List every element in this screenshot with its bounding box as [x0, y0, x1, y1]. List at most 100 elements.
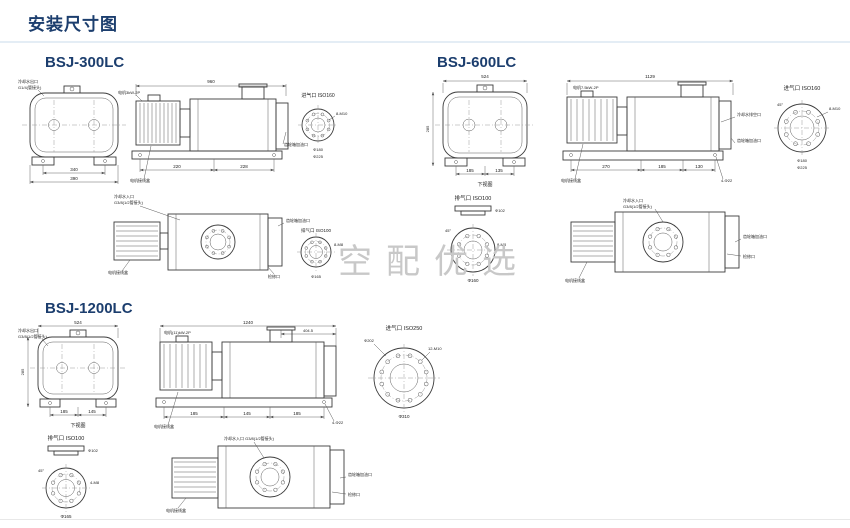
dim-end-foot-a: 185 [60, 409, 68, 414]
dim-foot-a: 220 [173, 164, 181, 169]
dim-end-width: 524 [481, 74, 489, 79]
cooling-out-label: 冷却水出口 [18, 327, 38, 333]
dim-end-height: 285 [20, 368, 25, 375]
inlet-bolts-label: 8-M10 [336, 111, 348, 116]
inlet-outer-dim: Φ225 [313, 154, 324, 159]
outlet-angle-label: 45° [38, 468, 44, 473]
cooling-out-label: 冷却水出口 [18, 78, 38, 84]
dim-foot-b: 185 [658, 164, 666, 169]
dim-end-foot-a: 185 [466, 168, 474, 173]
inlet-bolt-circle-dim: Φ310 [398, 414, 410, 419]
motor-label: 电机(11)kW-2P [164, 329, 191, 335]
inlet-bolts-label: 12-M10 [428, 346, 442, 351]
motor-label: 电机3kW-2P [118, 89, 140, 95]
dim-end-height: 285 [425, 125, 430, 132]
end-view-1200: 524 冷却水出口 G3/8(1/2管接头) 285 185 145 下视图 [18, 320, 126, 429]
end-view-600: 524 285 185 135 下视图 [425, 74, 535, 188]
junction-box-label: 电机接线盒 [166, 507, 186, 513]
motor-label: 电机7.5kW-2P [573, 84, 599, 90]
outlet-flange-300: 排气口 ISO100 8-M8 Φ165 [297, 227, 344, 279]
gear-oil-label: 齿轮箱加油口 [348, 471, 372, 477]
outlet-bolts-label: 8-M8 [497, 242, 507, 247]
model-title-bsj-300lc: BSJ-300LC [45, 54, 125, 71]
side-view-1200: 1240 404.5 电机(11)kW-2P 185 145 185 4-Φ22… [154, 320, 344, 429]
cooling-in-label: 冷却水入口 G3/8(1/2管接头) [224, 435, 275, 441]
outlet-bolts-label: 4-M8 [90, 480, 100, 485]
junction-box-label: 电机接线盒 [130, 177, 150, 183]
dim-foot-c: 130 [695, 164, 703, 169]
gear-oil-label: 齿轮箱加油口 [743, 233, 767, 239]
junction-box-label: 电机接线盒 [565, 277, 585, 283]
inlet-bolt-circle-dim: Φ180 [313, 147, 324, 152]
bsj-1200lc-drawing: 524 冷却水出口 G3/8(1/2管接头) 285 185 145 下视图 1… [18, 320, 442, 519]
inlet-flange-600: 进气口 ISO160 8-M10 45° Φ180 Φ225 [774, 84, 841, 170]
dim-foot-b: 145 [243, 411, 251, 416]
outlet-port-label: 排气口 ISO100 [455, 194, 492, 202]
dim-foot-a: 185 [190, 411, 198, 416]
dim-foot-a: 270 [602, 164, 610, 169]
inlet-port-label: 进气口 ISO160 [301, 92, 335, 99]
inlet-bolts-label: 8-M10 [829, 106, 841, 111]
cooling-in-spec: G3/8(1/2管接头) [114, 199, 144, 205]
junction-box-label: 电机接线盒 [108, 269, 128, 275]
junction-box-label: 电机接线盒 [154, 423, 174, 429]
dim-end-inner: 340 [70, 167, 78, 172]
bottom-view-label: 下视图 [70, 422, 85, 429]
end-view-300: 冷却水出口 G1/4(管接头) 340 390 [18, 78, 126, 184]
page-title: 安装尺寸图 [28, 15, 118, 34]
dim-overall-length: 1129 [645, 74, 655, 79]
footer-divider [0, 519, 850, 520]
service-port-label: 检修口 [348, 491, 360, 497]
cooling-out-spec: G1/4(管接头) [18, 84, 42, 90]
dim-foot-b: 228 [240, 164, 248, 169]
header-divider [0, 41, 850, 43]
outlet-bore-dim: Φ102 [495, 208, 506, 213]
inlet-flange-300: 进气口 ISO160 8-M10 Φ180 Φ225 [298, 92, 348, 159]
gear-oil-label: 齿轮箱加油口 [737, 137, 761, 143]
outlet-bolt-circle-dim: Φ160 [467, 278, 479, 283]
cooling-out-spec: G3/8(1/2管接头) [18, 333, 48, 339]
inlet-angle-label: 45° [777, 102, 783, 107]
cooling-in-label: 冷却水入口 [623, 197, 643, 203]
cooling-drain-label: 冷却水排空口 [737, 111, 761, 117]
inlet-flange-1200: 进气口 ISO250 Φ202 12-M10 Φ310 [364, 324, 442, 419]
outlet-port-label: 排气口 ISO100 [301, 227, 332, 234]
outlet-flange-600: 排气口 ISO100 Φ102 8-M8 45° Φ160 [445, 194, 507, 283]
dim-end-width: 524 [74, 320, 82, 325]
junction-box-label: 电机接线盒 [561, 177, 581, 183]
dim-end-outer: 390 [70, 176, 78, 181]
outlet-port-label: 排气口 ISO100 [48, 434, 85, 442]
side-view-600: 1129 电机7.5kW-2P 冷却水排空口 齿轮箱加油口 270 185 13… [561, 74, 761, 183]
cooling-in-label: 冷却水入口 [114, 193, 134, 199]
outlet-bolt-circle-dim: Φ165 [60, 514, 72, 519]
anchor-holes-label: 4-Φ22 [332, 420, 344, 425]
cooling-in-spec: G3/8(1/2管接头) [623, 203, 653, 209]
outlet-outer-dim: Φ165 [311, 274, 322, 279]
inlet-port-label: 进气口 ISO160 [784, 84, 821, 92]
dim-inlet-offset: 404.5 [303, 328, 314, 333]
side-view-300: 960 电机3kW-2P 220 228 电机接线盒 齿轮箱加油口 [118, 79, 308, 183]
outlet-flange-1200: 排气口 ISO100 Φ102 4-M8 45° Φ165 [38, 434, 100, 519]
inlet-bolt-circle-dim: Φ180 [797, 158, 808, 163]
dim-overall-length: 1240 [243, 320, 254, 325]
service-port-label: 检修口 [268, 273, 280, 279]
dim-overall-length: 960 [207, 79, 215, 84]
outlet-bore-dim: Φ102 [88, 448, 99, 453]
outlet-angle-label: 45° [445, 228, 451, 233]
inlet-port-label: 进气口 ISO250 [386, 324, 423, 332]
gear-oil-label: 齿轮箱加油口 [286, 217, 310, 223]
plan-view-600: 冷却水入口 G3/8(1/2管接头) 电机接线盒 齿轮箱加油口 检修口 [565, 197, 767, 283]
bsj-300lc-drawing: 冷却水出口 G1/4(管接头) 340 390 960 电机3kW-2P [18, 78, 348, 279]
gear-oil-label: 齿轮箱加油口 [284, 141, 308, 147]
dim-end-foot-b: 145 [88, 409, 96, 414]
outlet-bolts-label: 8-M8 [334, 242, 344, 247]
dim-foot-c: 185 [293, 411, 301, 416]
inlet-bore-dim: Φ202 [364, 338, 375, 343]
plan-view-1200: 冷却水入口 G3/8(1/2管接头) 电机接线盒 齿轮箱加油口 检修口 [166, 435, 372, 513]
model-title-bsj-1200lc: BSJ-1200LC [45, 300, 133, 317]
anchor-holes-label: 4-Φ22 [721, 178, 733, 183]
bsj-600lc-drawing: 524 285 185 135 下视图 1129 电机7.5kW-2P [425, 74, 841, 283]
plan-view-300: 冷却水入口 G3/8(1/2管接头) 电机接线盒 齿轮箱加油口 检修口 [108, 193, 310, 279]
service-port-label: 检修口 [743, 253, 755, 259]
model-title-bsj-600lc: BSJ-600LC [437, 54, 517, 71]
